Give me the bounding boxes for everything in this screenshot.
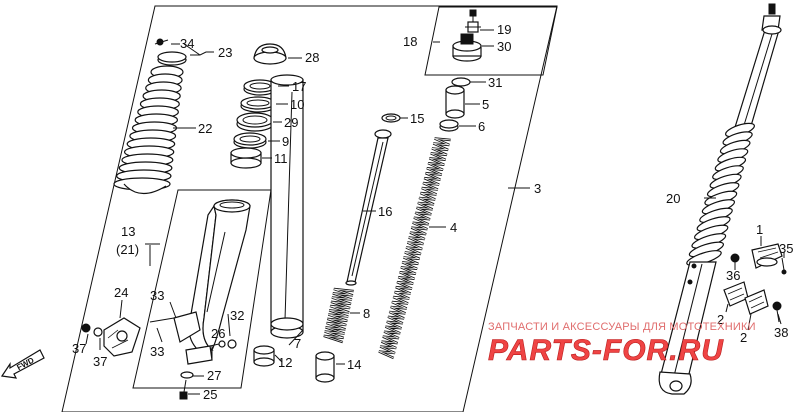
callout-2-right: 2 xyxy=(740,330,747,345)
callout-5: 5 xyxy=(482,97,489,112)
callout-33-bottom: 33 xyxy=(150,344,164,359)
watermark-brand: PARTS-FOR.RU xyxy=(488,334,724,367)
leader-lines xyxy=(85,29,785,395)
watermark-caption: ЗАПЧАСТИ И АКСЕССУАРЫ ДЛЯ МОТОТЕХНИКИ xyxy=(488,321,756,333)
part-22-fork-boot xyxy=(113,65,184,195)
part-14-oil-lock-piece xyxy=(315,351,335,383)
callout-37-left: 37 xyxy=(72,341,86,356)
callout-20: 20 xyxy=(666,191,680,206)
part-16-damper-rod xyxy=(345,129,392,286)
forward-direction-arrow: FWD xyxy=(0,349,45,379)
callout-22: 22 xyxy=(198,121,212,136)
part-15-piston-ring xyxy=(381,113,401,123)
part-28-dust-seal xyxy=(253,43,287,65)
part-31-o-ring xyxy=(451,77,471,87)
callout-29: 29 xyxy=(284,115,298,130)
part-32-washer xyxy=(227,339,237,349)
subassembly-13-frame xyxy=(132,189,272,389)
part-9-washer xyxy=(233,132,267,149)
part-26-drain-bolt xyxy=(209,340,226,348)
part-8-rebound-spring xyxy=(323,287,354,344)
callout-13: 13 xyxy=(121,224,135,239)
part-35-bolt xyxy=(781,257,787,275)
callout-38: 38 xyxy=(774,325,788,340)
callout-17: 17 xyxy=(292,79,306,94)
callout-34: 34 xyxy=(180,36,194,51)
part-1-axle-holder xyxy=(751,243,783,269)
callout-4: 4 xyxy=(450,220,457,235)
callout-16: 16 xyxy=(378,204,392,219)
callout-26: 26 xyxy=(211,326,225,341)
part-17-ring xyxy=(243,79,277,96)
callout-31: 31 xyxy=(488,75,502,90)
part-2-holder-left xyxy=(723,281,749,307)
callout-14: 14 xyxy=(347,357,361,372)
callout-33-top: 33 xyxy=(150,288,164,303)
callout-36: 36 xyxy=(726,268,740,283)
callout-24: 24 xyxy=(114,285,128,300)
callout-13-alt: (21) xyxy=(116,242,139,257)
part-23-cap xyxy=(154,38,187,66)
callout-19: 19 xyxy=(497,22,511,37)
callout-9: 9 xyxy=(282,134,289,149)
part-24-brake-stopper-plate xyxy=(103,317,141,357)
part-27-socket-bolt-washer xyxy=(180,371,194,379)
part-12-slide-bushing xyxy=(253,345,275,367)
part-19-air-valve xyxy=(465,9,481,33)
callout-37-right: 37 xyxy=(93,354,107,369)
part-29-oil-seal xyxy=(236,112,274,132)
part-38-bolt xyxy=(772,301,782,323)
part-37-nuts xyxy=(81,323,103,337)
callout-35: 35 xyxy=(779,241,793,256)
callout-6: 6 xyxy=(478,119,485,134)
callout-32: 32 xyxy=(230,308,244,323)
part-20-assembled-fork xyxy=(658,3,782,395)
callout-15: 15 xyxy=(410,111,424,126)
callout-30: 30 xyxy=(497,39,511,54)
assembly-frame xyxy=(61,5,558,413)
part-30-fork-cap-bolt xyxy=(452,33,482,62)
part-5-spring-spacer xyxy=(445,85,465,119)
callout-12: 12 xyxy=(278,355,292,370)
part-11-guide-bushing xyxy=(230,147,262,169)
callout-11: 11 xyxy=(274,151,288,166)
callout-27: 27 xyxy=(207,368,221,383)
callout-3: 3 xyxy=(534,181,541,196)
part-13-fork-slider xyxy=(149,199,251,365)
subassembly-18-frame xyxy=(424,6,558,76)
part-4-fork-spring xyxy=(378,137,451,360)
callout-1: 1 xyxy=(756,222,763,237)
part-36-nut xyxy=(730,253,740,263)
part-10-ring xyxy=(240,96,276,113)
callout-8: 8 xyxy=(363,306,370,321)
part-6-spring-seat xyxy=(439,119,459,132)
part-25-socket-bolt xyxy=(179,379,188,400)
callout-28: 28 xyxy=(305,50,319,65)
callout-10: 10 xyxy=(290,97,304,112)
callout-18: 18 xyxy=(403,34,417,49)
callout-7: 7 xyxy=(294,336,301,351)
callout-2-left: 2 xyxy=(717,312,724,327)
callout-23: 23 xyxy=(218,45,232,60)
callout-25: 25 xyxy=(203,387,217,402)
part-2-holder-right xyxy=(744,289,769,315)
